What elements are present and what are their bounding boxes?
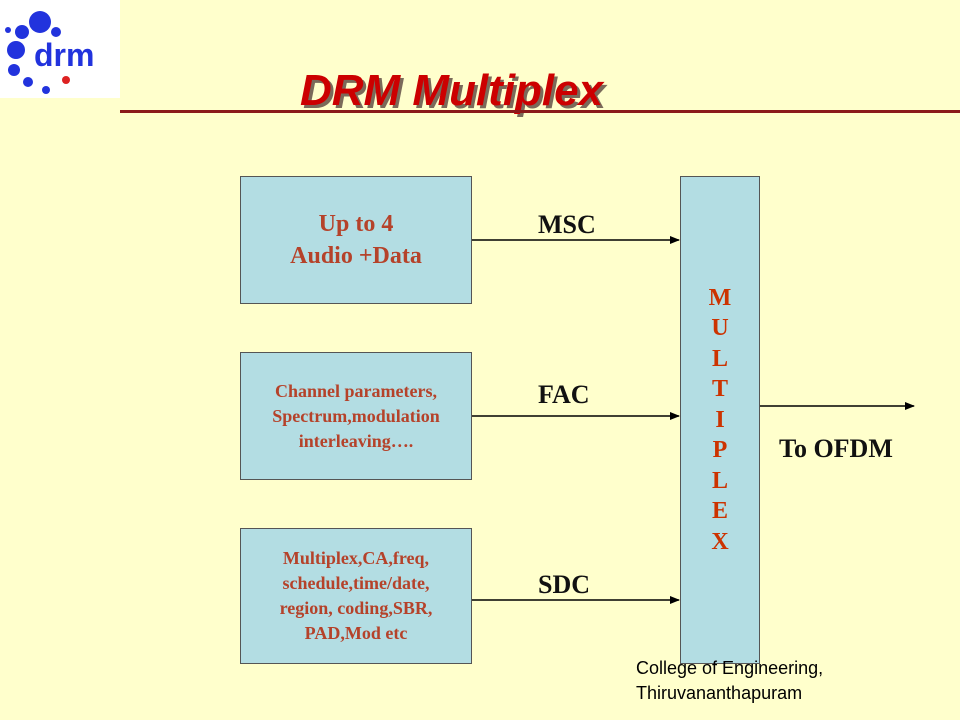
logo-text: drm	[34, 37, 94, 73]
fac-label: FAC	[538, 380, 590, 409]
mux-letter: L	[711, 345, 728, 372]
footer-line-1: College of Engineering,	[636, 658, 824, 678]
audio-block-line-1: Up to 4	[318, 211, 394, 237]
mux-letter: X	[711, 528, 729, 555]
sdc-block-line-1: Multiplex,CA,freq,	[282, 548, 430, 568]
sdc-label: SDC	[538, 570, 591, 599]
audio-block-line-2: Audio +Data	[290, 243, 422, 269]
fac-block-line-2: Spectrum,modulation	[272, 405, 440, 426]
drm-logo: drm	[0, 0, 120, 98]
slide-title: DRM Multiplex	[300, 66, 604, 115]
footer-line-2: Thiruvananthapuram	[636, 683, 803, 703]
output-label: To OFDM	[779, 434, 893, 463]
service-description-block: Multiplex,CA,freq, schedule,time/date, r…	[240, 528, 472, 664]
title-rule	[120, 110, 960, 113]
mux-letter: E	[711, 498, 728, 525]
audio-data-block: Up to 4 Audio +Data	[240, 176, 472, 304]
footer-credit: College of Engineering, Thiruvananthapur…	[636, 656, 823, 706]
mux-letter: M	[708, 284, 732, 311]
sdc-block-line-4: PAD,Mod etc	[304, 623, 408, 643]
msc-label: MSC	[538, 210, 596, 239]
multiplexer-block: M U L T I P L E X	[680, 176, 760, 664]
fac-block-line-3: interleaving….	[298, 430, 414, 451]
sdc-block-line-2: schedule,time/date,	[282, 573, 430, 593]
mux-letter: I	[715, 406, 725, 433]
fac-block-line-1: Channel parameters,	[275, 380, 437, 401]
mux-letter: U	[711, 315, 729, 342]
mux-letter: T	[711, 376, 728, 403]
mux-letter: P	[712, 437, 728, 464]
channel-parameters-block: Channel parameters, Spectrum,modulation …	[240, 352, 472, 480]
mux-letter: L	[711, 467, 728, 494]
sdc-block-line-3: region, coding,SBR,	[279, 598, 433, 618]
